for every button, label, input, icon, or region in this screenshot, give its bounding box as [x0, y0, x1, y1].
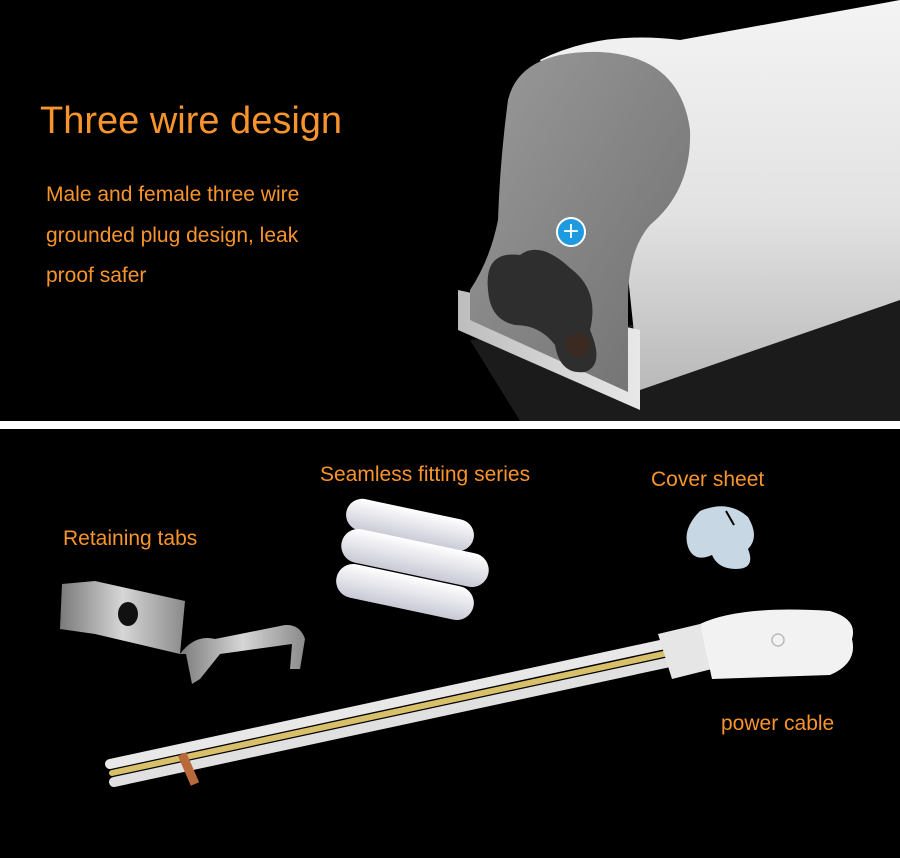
plus-symbol: +	[561, 219, 581, 244]
description-line: Male and female three wire	[46, 183, 300, 206]
description-line: proof safer	[46, 264, 147, 287]
power-cable	[105, 609, 854, 787]
label-seamless-fitting: Seamless fitting series	[320, 463, 531, 486]
label-cover-sheet: Cover sheet	[651, 468, 765, 491]
retaining-tabs	[60, 581, 305, 684]
label-power-cable: power cable	[721, 712, 835, 735]
panel-divider	[0, 421, 900, 429]
description-line: grounded plug design, leak	[46, 224, 299, 247]
top-panel: Three wire design Male and female three …	[0, 0, 900, 421]
plus-marker-icon[interactable]: +	[556, 217, 586, 247]
led-tube-end-illustration	[458, 0, 900, 421]
cover-sheet	[686, 506, 754, 569]
label-retaining-tabs: Retaining tabs	[63, 527, 198, 550]
accessories-illustration	[60, 498, 854, 787]
bottom-panel: Seamless fitting series Cover sheet Reta…	[0, 429, 900, 858]
section-title: Three wire design	[40, 100, 343, 142]
seamless-fittings	[336, 498, 489, 621]
